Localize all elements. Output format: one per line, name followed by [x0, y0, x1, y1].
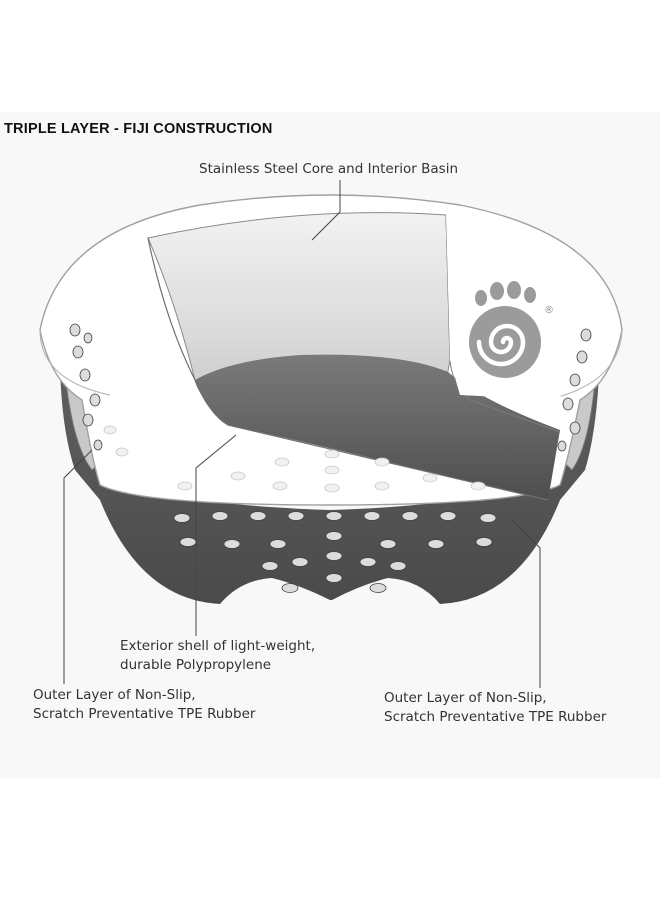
leader-line-core [311, 180, 341, 241]
rubber-holes [69, 323, 592, 593]
label-line: Scratch Preventative TPE Rubber [384, 709, 607, 725]
label-outer-rubber-right: Outer Layer of Non-Slip, Scratch Prevent… [384, 689, 606, 727]
label-line: Scratch Preventative TPE Rubber [33, 706, 256, 722]
label-outer-rubber-left: Outer Layer of Non-Slip, Scratch Prevent… [33, 686, 255, 724]
leader-lines [63, 180, 541, 688]
label-polypropylene-shell: Exterior shell of light-weight, durable … [120, 637, 315, 675]
leader-line-right [511, 519, 541, 688]
leader-line-left [63, 449, 93, 684]
bowl-rim [39, 329, 111, 396]
label-line: Outer Layer of Non-Slip, [384, 690, 547, 706]
label-line: durable Polypropylene [120, 657, 272, 673]
paw-swirl-logo-icon [469, 281, 541, 378]
label-line: Outer Layer of Non-Slip, [33, 687, 196, 703]
shell-floor-dimples [103, 425, 486, 493]
bowl-rim-right [554, 329, 623, 399]
page-title: TRIPLE LAYER - FIJI CONSTRUCTION [4, 121, 273, 137]
label-line: Stainless Steel Core and Interior Basin [199, 161, 459, 177]
steel-cut-edge [147, 237, 549, 501]
label-line: Exterior shell of light-weight, [120, 638, 316, 654]
registered-mark: ® [544, 305, 554, 316]
steel-cut-edge-right [445, 214, 561, 433]
label-steel-core: Stainless Steel Core and Interior Basin [199, 160, 458, 179]
outer-rubber-band [59, 300, 600, 604]
leader-line-shell [195, 434, 237, 636]
